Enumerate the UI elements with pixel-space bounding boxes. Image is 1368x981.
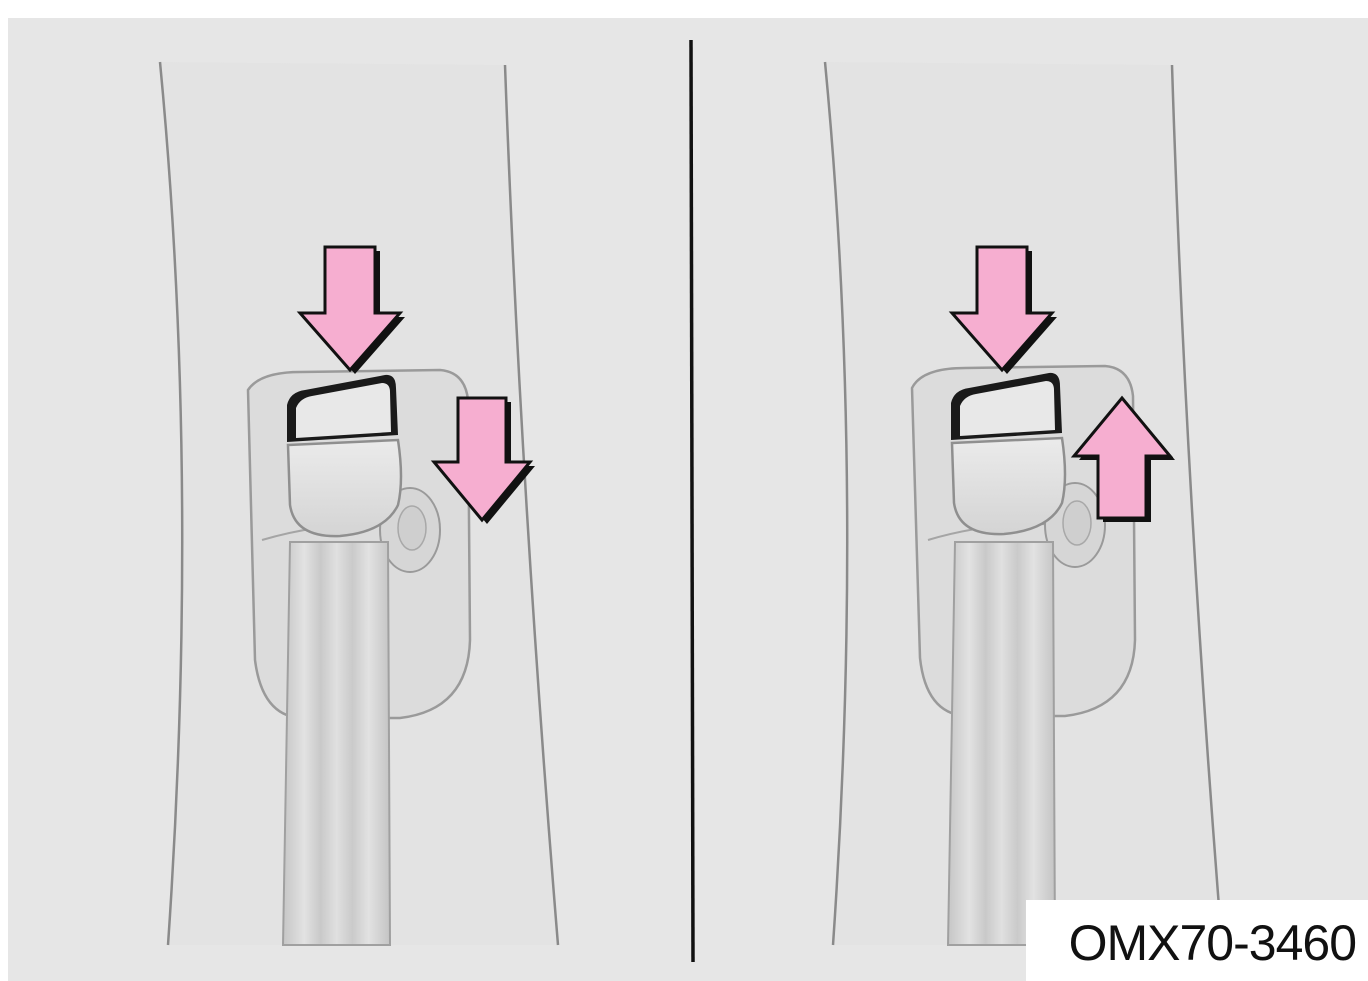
figure-code-box: OMX70-3460 bbox=[1026, 900, 1368, 981]
anchor-bolt-head bbox=[1063, 501, 1091, 545]
figure-code: OMX70-3460 bbox=[1069, 914, 1356, 972]
belt-guide bbox=[288, 440, 401, 536]
right-panel bbox=[825, 62, 1222, 945]
anchor-bolt-head bbox=[398, 506, 426, 550]
seat-belt-webbing bbox=[283, 542, 390, 945]
seat-belt-webbing bbox=[948, 542, 1055, 945]
left-panel bbox=[160, 62, 558, 945]
belt-guide bbox=[952, 438, 1065, 534]
panel-divider bbox=[691, 40, 693, 962]
